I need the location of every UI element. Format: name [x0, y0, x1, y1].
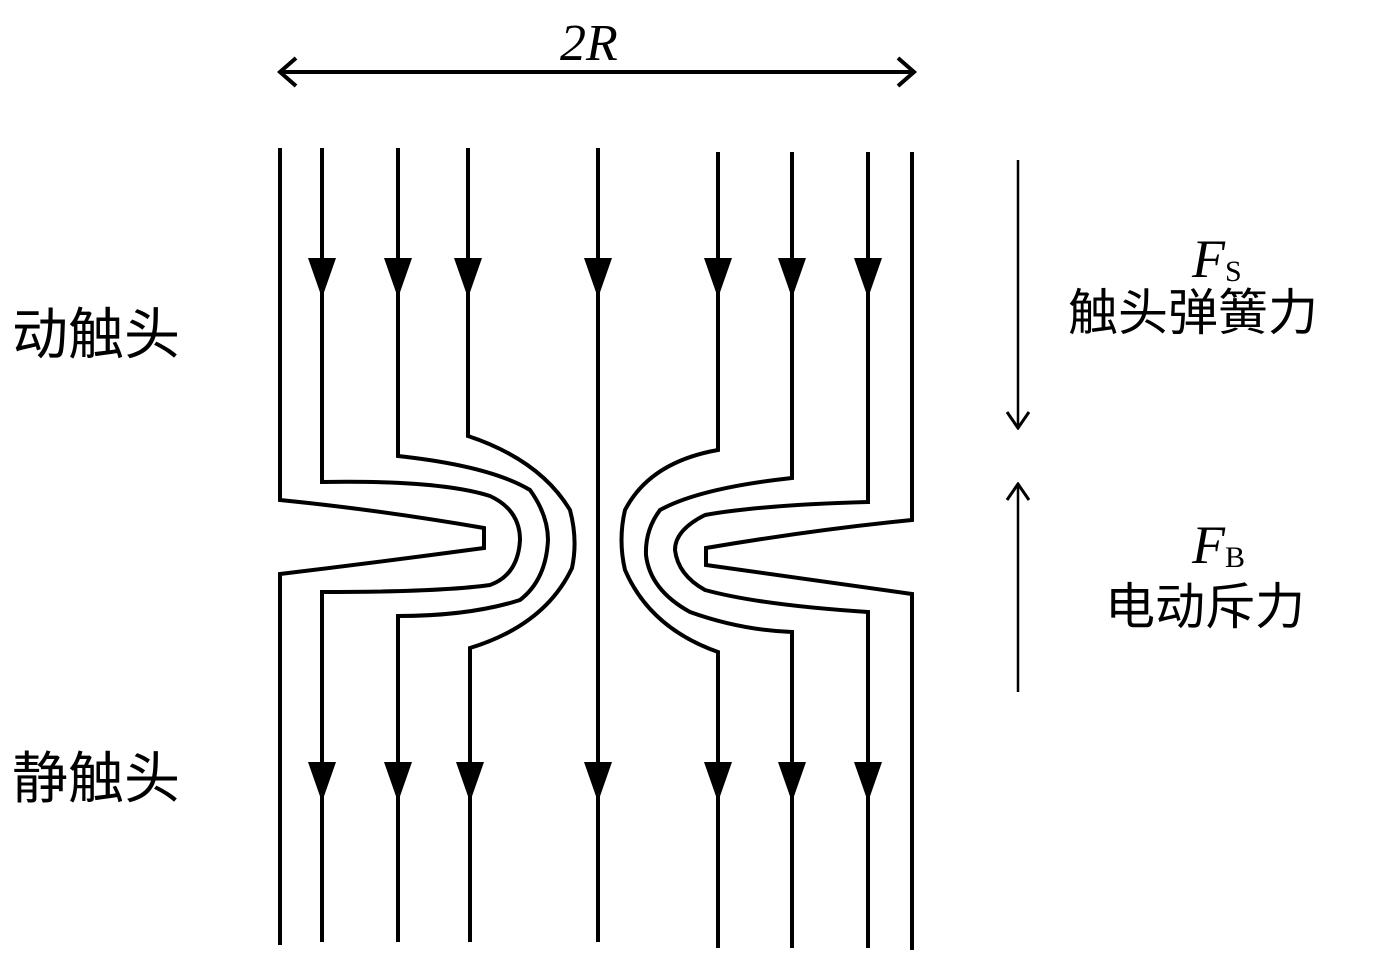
moving-contact-label: 动触头	[12, 303, 180, 368]
current-arrow-lower-6	[778, 762, 806, 802]
current-line-right-3	[619, 152, 720, 948]
repulsion-force-symbol: FB	[1192, 515, 1246, 575]
outer-boundary-left	[278, 148, 486, 945]
current-line-left-3	[466, 148, 577, 942]
width-arrowhead-left	[276, 56, 298, 88]
current-arrow-lower-1	[308, 762, 336, 802]
current-arrow-lower-4	[584, 762, 612, 802]
current-arrow-upper-3	[454, 258, 482, 298]
current-arrow-lower-5	[704, 762, 732, 802]
current-line-left-1	[320, 148, 523, 942]
current-arrow-lower-7	[854, 762, 882, 802]
static-contact-label: 静触头	[12, 747, 180, 812]
spring-force-name: 触头弹簧力	[1068, 284, 1318, 342]
current-arrow-upper-2	[384, 258, 412, 298]
width-label: 2R	[560, 15, 618, 72]
current-line-right-1	[672, 152, 870, 948]
current-arrow-upper-4	[584, 258, 612, 298]
current-line-right-2	[643, 152, 794, 948]
current-arrow-lower-2	[384, 762, 412, 802]
width-arrowhead-right	[896, 56, 918, 88]
current-arrow-lower-3	[456, 762, 484, 802]
current-arrow-upper-5	[704, 258, 732, 298]
repulsion-force-name: 电动斥力	[1105, 578, 1305, 636]
spring-force-symbol: FS	[1192, 229, 1242, 289]
current-arrow-upper-7	[854, 258, 882, 298]
current-arrow-upper-6	[778, 258, 806, 298]
outer-boundary-right	[704, 152, 914, 950]
current-line-left-2	[396, 148, 551, 942]
current-arrow-upper-1	[308, 258, 336, 298]
